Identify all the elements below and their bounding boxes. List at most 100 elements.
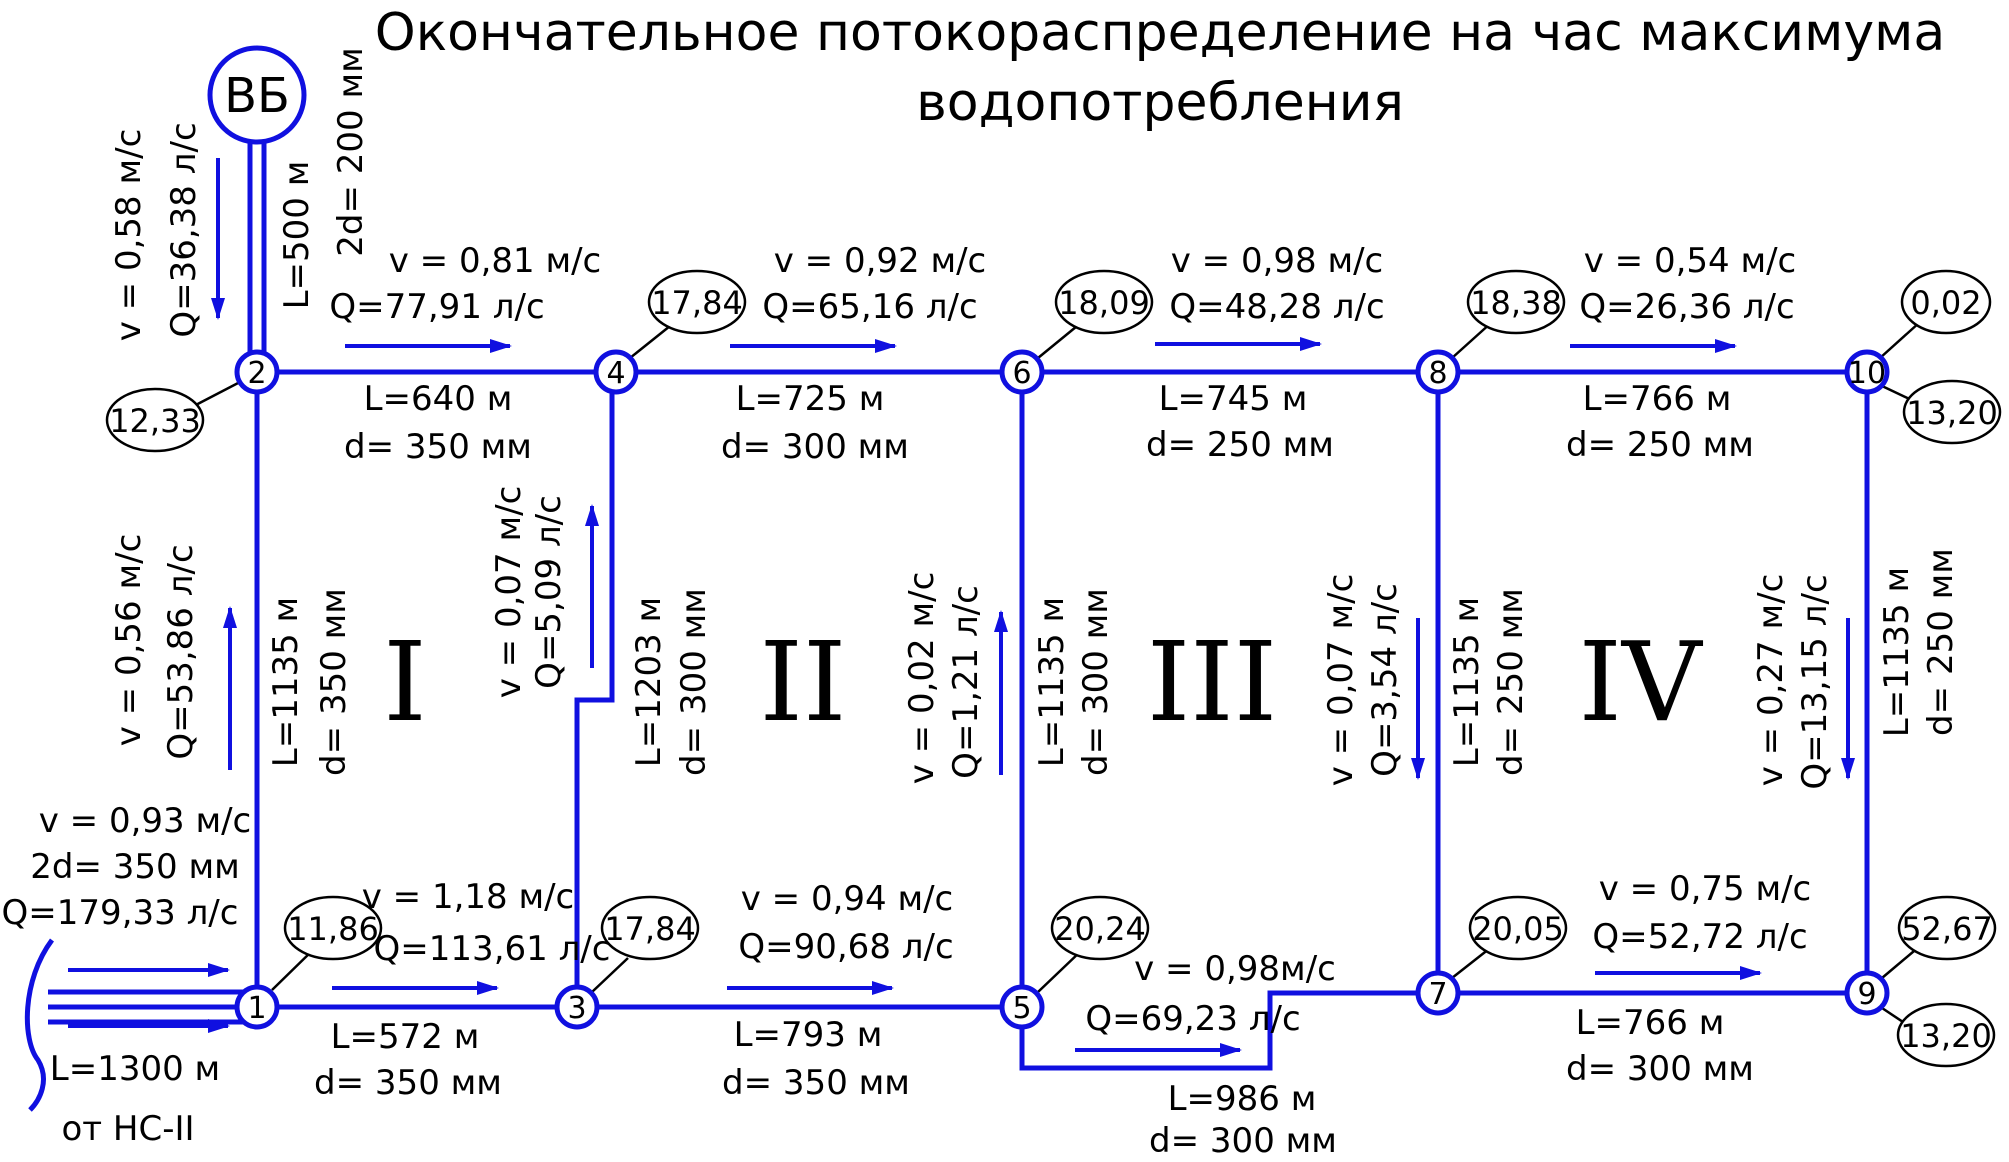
pipe-6-8-length: L=745 м bbox=[1159, 379, 1308, 419]
pipe-3-4-diameter: d= 300 мм bbox=[674, 588, 714, 776]
node-3: 3 bbox=[554, 984, 600, 1030]
pipe-4-6-flow: Q=65,16 л/с bbox=[762, 287, 977, 327]
leader-n8 bbox=[1451, 321, 1493, 359]
pipe-6-8-flow: Q=48,28 л/с bbox=[1169, 287, 1384, 327]
node-flow-bubble-6: 18,09 bbox=[1054, 269, 1154, 335]
node-flow-bubble-3: 17,84 bbox=[600, 895, 700, 961]
pipe-2-4-length: L=640 м bbox=[364, 379, 513, 419]
leader-n6 bbox=[1037, 321, 1083, 359]
node-8: 8 bbox=[1415, 349, 1461, 395]
node-flow-bubble-9-bottom: 13,20 bbox=[1896, 1002, 1996, 1068]
svg-text:17,84: 17,84 bbox=[604, 910, 696, 948]
diagram-title-line2: водопотребления bbox=[916, 73, 1404, 133]
pipe-3-4-flow: Q=5,09 л/с bbox=[529, 495, 569, 689]
svg-text:9: 9 bbox=[1857, 977, 1876, 1012]
pipe-1-2-velocity: v = 0,56 м/с bbox=[109, 534, 149, 747]
pipe-4-6-diameter: d= 300 мм bbox=[721, 427, 909, 467]
pipe-8-10-velocity: v = 0,54 м/с bbox=[1584, 241, 1797, 281]
ring-label-4: IV bbox=[1579, 618, 1704, 746]
tower-pipe-velocity: v = 0,58 м/с bbox=[109, 129, 149, 342]
pipe-5-6-velocity: v = 0,02 м/с bbox=[902, 572, 942, 785]
pipe-3-5-diameter: d= 350 мм bbox=[722, 1063, 910, 1103]
pipe-2-4-flow: Q=77,91 л/с bbox=[329, 287, 544, 327]
pipe-10-9-flow: Q=13,15 л/с bbox=[1795, 574, 1835, 789]
leader-n10-top bbox=[1879, 321, 1921, 359]
pipe-4-6-velocity: v = 0,92 м/с bbox=[774, 241, 987, 281]
node-flow-bubble-10-top: 0,02 bbox=[1900, 269, 1992, 335]
diagram-title-line1: Окончательное потокораспределение на час… bbox=[375, 3, 1945, 63]
tower-pipe-length: L=500 м bbox=[277, 161, 317, 310]
svg-text:12,33: 12,33 bbox=[109, 402, 201, 440]
node-flow-bubble-2: 12,33 bbox=[105, 387, 205, 453]
svg-text:8: 8 bbox=[1428, 356, 1447, 391]
pipe-10-9-diameter: d= 250 мм bbox=[1921, 548, 1961, 736]
pipe-8-7-flow: Q=3,54 л/с bbox=[1365, 583, 1405, 777]
pipe-8-10-diameter: d= 250 мм bbox=[1566, 425, 1754, 465]
water-tower-symbol bbox=[207, 45, 307, 145]
pipe-7-9-length: L=766 м bbox=[1576, 1003, 1725, 1043]
pipe-8-7-diameter: d= 250 мм bbox=[1491, 588, 1531, 776]
ring-label-3: III bbox=[1147, 618, 1277, 746]
pipe-1-3-flow: Q=113,61 л/с bbox=[374, 929, 611, 969]
pipe-7-9-velocity: v = 0,75 м/с bbox=[1599, 869, 1812, 909]
pipe-8-7-velocity: v = 0,07 м/с bbox=[1321, 574, 1361, 787]
inlet-diameter: 2d= 350 мм bbox=[30, 847, 240, 887]
pipe-3-5-velocity: v = 0,94 м/с bbox=[741, 879, 954, 919]
svg-text:3: 3 bbox=[567, 991, 586, 1026]
node-9: 9 bbox=[1844, 970, 1890, 1016]
inlet-source: от НС-II bbox=[61, 1109, 194, 1149]
pipe-7-9-diameter: d= 300 мм bbox=[1566, 1049, 1754, 1089]
pipe-1-2-flow: Q=53,86 л/с bbox=[161, 544, 201, 759]
pipe-5-7-flow: Q=69,23 л/с bbox=[1085, 999, 1300, 1039]
pipe-2-4-velocity: v = 0,81 м/с bbox=[389, 241, 602, 281]
pipe-3-4-length: L=1203 м bbox=[629, 597, 669, 767]
svg-text:2: 2 bbox=[247, 356, 266, 391]
pipe-8-10-length: L=766 м bbox=[1583, 379, 1732, 419]
svg-text:52,67: 52,67 bbox=[1901, 910, 1993, 948]
pipe-10-9-velocity: v = 0,27 м/с bbox=[1751, 574, 1791, 787]
pipe-5-6-length: L=1135 м bbox=[1032, 597, 1072, 767]
svg-text:18,09: 18,09 bbox=[1058, 284, 1150, 322]
node-1: 1 bbox=[234, 984, 280, 1030]
node-7: 7 bbox=[1415, 970, 1461, 1016]
pipe-2-4-diameter: d= 350 мм bbox=[344, 427, 532, 467]
node-10: 10 bbox=[1844, 349, 1890, 395]
node-flow-bubble-7: 20,05 bbox=[1468, 895, 1568, 961]
node-5: 5 bbox=[999, 984, 1045, 1030]
pipe-8-7-length: L=1135 м bbox=[1447, 597, 1487, 767]
svg-text:20,05: 20,05 bbox=[1472, 910, 1564, 948]
pipe-6-8-diameter: d= 250 мм bbox=[1146, 425, 1334, 465]
pipe-1-3-diameter: d= 350 мм bbox=[314, 1063, 502, 1103]
pipe-3-5-length: L=793 м bbox=[734, 1015, 883, 1055]
node-flow-bubble-1: 11,86 bbox=[283, 895, 383, 961]
inlet-velocity: v = 0,93 м/с bbox=[39, 801, 252, 841]
inlet-length: L=1300 м bbox=[50, 1049, 220, 1089]
node-flow-bubble-8: 18,38 bbox=[1466, 269, 1566, 335]
leader-n4 bbox=[629, 321, 676, 359]
pipe-1-3-length: L=572 м bbox=[331, 1017, 480, 1057]
svg-text:18,38: 18,38 bbox=[1470, 284, 1562, 322]
ring-label-1: I bbox=[383, 618, 426, 746]
pipe-6-8-velocity: v = 0,98 м/с bbox=[1171, 241, 1384, 281]
pipe-5-7-diameter: d= 300 мм bbox=[1149, 1121, 1337, 1161]
pipe-5-6-flow: Q=1,21 л/с bbox=[946, 585, 986, 779]
leader-n5 bbox=[1037, 949, 1083, 993]
leader-n2 bbox=[189, 380, 241, 410]
node-6: 6 bbox=[999, 349, 1045, 395]
node-2: 2 bbox=[234, 349, 280, 395]
svg-text:10: 10 bbox=[1848, 356, 1886, 391]
tower-pipe-diameter: 2d= 200 мм bbox=[331, 47, 371, 257]
tower-pipe-flow: Q=36,38 л/с bbox=[164, 122, 204, 337]
ring-label-2: II bbox=[760, 618, 847, 746]
pipe-3-4-velocity: v = 0,07 м/с bbox=[489, 486, 529, 699]
pipe-3-4 bbox=[574, 372, 615, 1007]
svg-text:13,20: 13,20 bbox=[1906, 394, 1998, 432]
pipe-5-7-length: L=986 м bbox=[1168, 1079, 1317, 1119]
svg-text:11,86: 11,86 bbox=[287, 910, 379, 948]
svg-text:5: 5 bbox=[1012, 991, 1031, 1026]
svg-text:20,24: 20,24 bbox=[1054, 910, 1146, 948]
pipe-1-2-length: L=1135 м bbox=[266, 597, 306, 767]
node-4: 4 bbox=[593, 349, 639, 395]
node-flow-bubble-10-bottom: 13,20 bbox=[1902, 379, 2002, 445]
